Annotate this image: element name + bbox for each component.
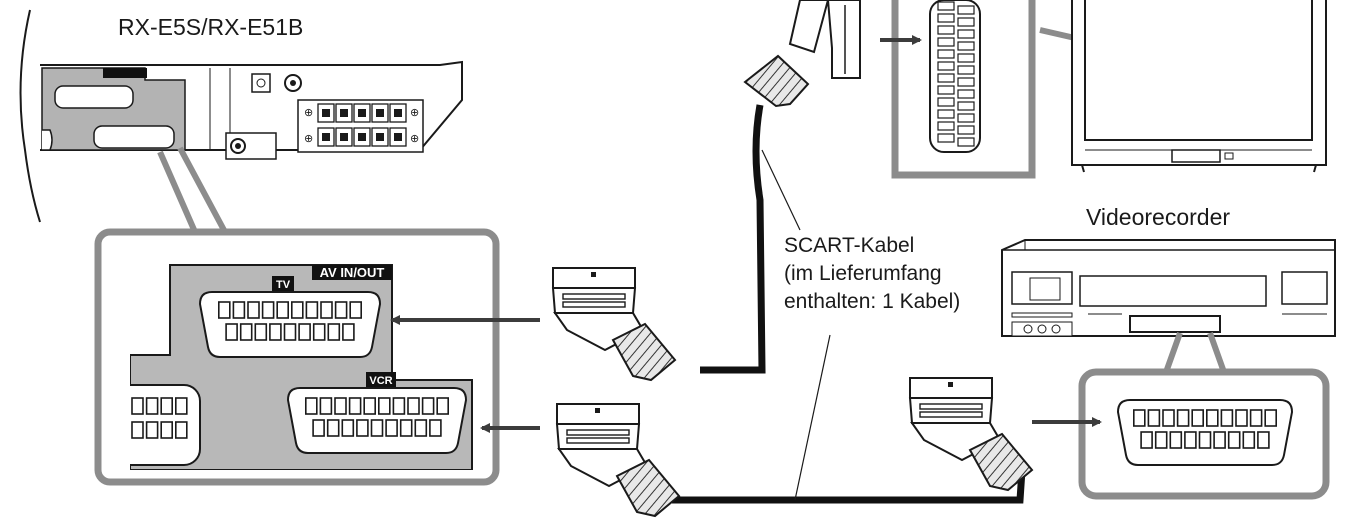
scart-plug-receiver-vcr-icon xyxy=(555,403,681,518)
cable-label-line-2: (im Lieferumfang xyxy=(784,262,942,285)
scart-cable-vcr xyxy=(672,469,1026,504)
model-label: RX-E5S/RX-E51B xyxy=(118,14,303,40)
tv-callout-frame xyxy=(891,0,1036,179)
av-panel-title: AV IN/OUT xyxy=(320,265,385,280)
tv-scart-jack-icon xyxy=(198,291,382,358)
scart-cable-tv xyxy=(700,104,766,374)
cable-leader-line-2 xyxy=(794,334,831,501)
callout-pointer xyxy=(157,146,228,234)
scart-plug-vcr-icon xyxy=(908,377,1034,492)
vcr-tag-bg xyxy=(366,372,396,387)
av-panel-title-bg xyxy=(312,265,392,280)
video-recorder-icon xyxy=(1001,239,1336,337)
vcr-scart-jack-icon xyxy=(286,387,468,454)
scart-plug-tv-icon xyxy=(551,267,677,382)
cable-leader-line-1 xyxy=(761,149,801,231)
tv-jack-strip-icon xyxy=(929,0,981,153)
svg-text:⊕: ⊕ xyxy=(410,107,419,119)
svg-text:⊕: ⊕ xyxy=(304,107,313,119)
tv-scart-plug-top-icon xyxy=(743,0,861,108)
tv-tag: TV xyxy=(276,279,291,291)
vcr-tag: VCR xyxy=(369,375,392,387)
vcr-callout-pointer xyxy=(1162,331,1228,377)
svg-text:⊕: ⊕ xyxy=(410,133,419,145)
television-set-icon xyxy=(1071,0,1327,173)
cable-label-line-3: enthalten: 1 Kabel) xyxy=(784,290,960,313)
receiver-rear-panel-icon: ⊕ ⊕ ⊕ ⊕ xyxy=(19,9,463,223)
vcr-rear-scart-jack-icon xyxy=(1116,399,1294,466)
tv-tag-bg xyxy=(272,276,294,291)
cable-label-line-1: SCART-Kabel xyxy=(784,234,914,257)
videorecorder-label: Videorecorder xyxy=(1086,204,1230,230)
svg-text:⊕: ⊕ xyxy=(304,133,313,145)
